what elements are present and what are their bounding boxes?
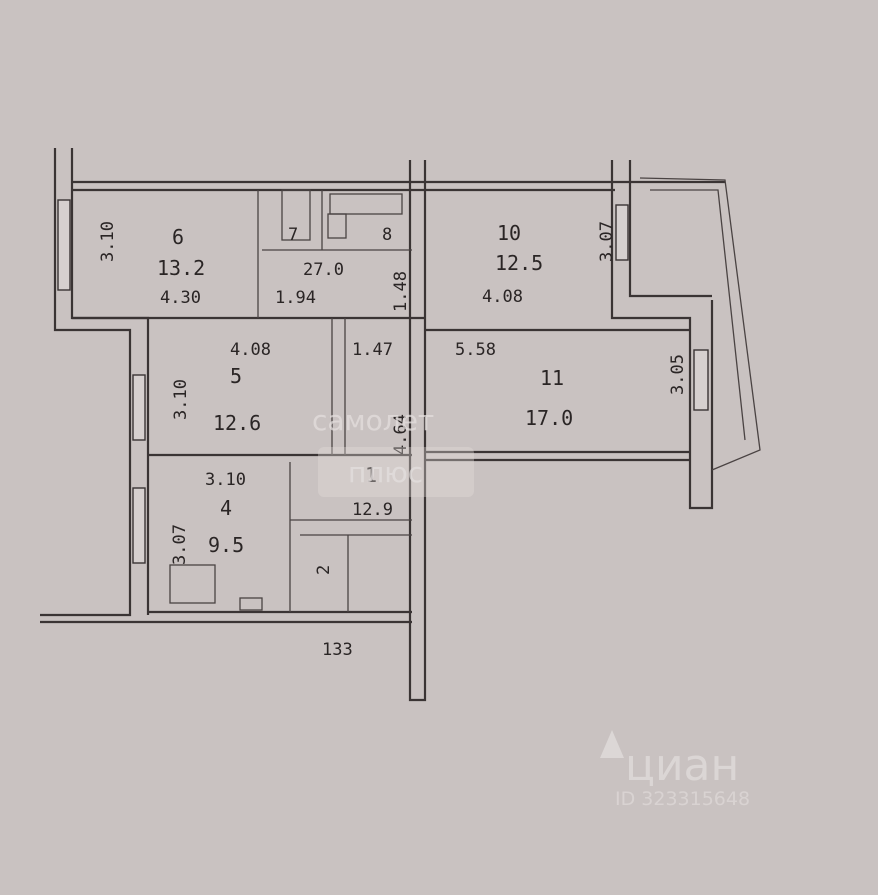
site-watermark: циан: [625, 740, 739, 791]
room-6-length: 4.30: [160, 288, 201, 308]
walls: [40, 148, 761, 702]
corridor-width: 1.48: [391, 271, 411, 312]
agency-watermark-bottom: плюс: [348, 456, 423, 489]
sink-icon: [239, 597, 263, 611]
room-5-number: 5: [230, 364, 242, 388]
room-11-length: 5.58: [455, 340, 496, 360]
room-11-area: 17.0: [525, 406, 573, 430]
room-2-number: 2: [314, 565, 334, 575]
stove-icon: [169, 564, 216, 604]
room-9-label: 1.94: [275, 288, 316, 308]
agency-watermark-top: самолет: [312, 404, 434, 437]
corridor-area: 27.0: [303, 260, 344, 280]
room-10-area: 12.5: [495, 251, 543, 275]
hall-width: 1.47: [352, 340, 393, 360]
watermarks: самолет плюс циан ID 323315648: [312, 404, 750, 810]
room-6-width: 3.10: [98, 221, 118, 262]
room-8-number: 8: [382, 225, 392, 245]
room-10-length: 4.08: [482, 287, 523, 307]
room-5-width: 3.10: [171, 379, 191, 420]
room-10-width: 3.07: [597, 221, 617, 262]
room-4-width: 3.07: [170, 524, 190, 565]
room-5-length: 4.08: [230, 340, 271, 360]
room-4-number: 4: [220, 496, 232, 520]
hall-length: 4.64: [391, 414, 411, 455]
listing-id: ID 323315648: [615, 788, 750, 810]
room-11-width: 3.05: [668, 354, 688, 395]
fixtures: [169, 189, 403, 611]
room-10-number: 10: [497, 221, 521, 245]
room-1-area: 12.9: [352, 500, 393, 520]
room-6-number: 6: [172, 225, 184, 249]
room-6-area: 13.2: [157, 256, 205, 280]
room-4-area: 9.5: [208, 533, 244, 557]
room-11-number: 11: [540, 366, 564, 390]
bottom-mark: 133: [322, 640, 353, 660]
site-logo-icon: [600, 730, 624, 758]
windows: [57, 199, 709, 564]
room-5-area: 12.6: [213, 411, 261, 435]
room-1-number: 1: [365, 463, 377, 487]
room-4-length: 3.10: [205, 470, 246, 490]
room-7-number: 7: [288, 225, 298, 245]
agency-logo-box: [318, 447, 474, 497]
room-labels: 6 13.2 4.30 3.10 7 8 1.94 27.0 1.48 10 1…: [98, 221, 688, 660]
